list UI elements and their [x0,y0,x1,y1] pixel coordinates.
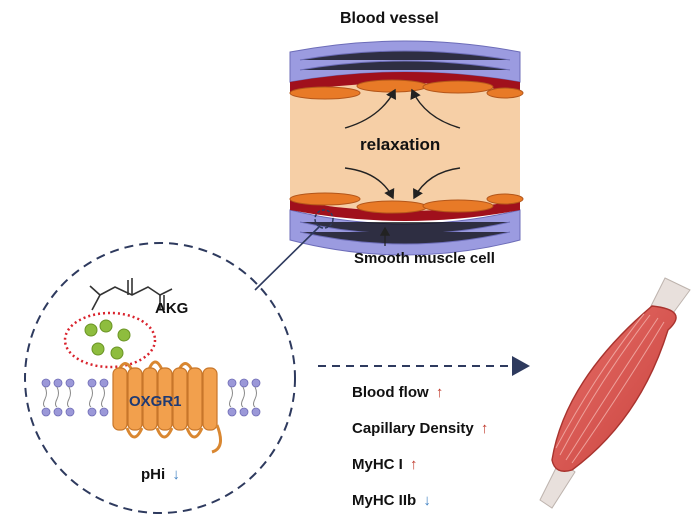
skeletal-muscle [539,277,691,509]
relaxation-arrows [344,88,461,200]
effect-label: MyHC IIb [352,492,417,509]
akg-label: AKG [155,300,189,317]
up-arrow-icon: ↑ [410,456,418,473]
effect-label: Capillary Density [352,420,474,437]
endothelial-cells-bottom [289,192,524,214]
oxgr1-receptor [112,360,223,454]
endothelial-cells-top [289,79,524,100]
down-arrow-icon: ↓ [423,492,431,509]
zoom-connector [254,225,321,291]
akg-structure [89,278,173,311]
effect-label: Blood flow [352,384,429,401]
cell-zoom-circle [24,242,296,514]
effect-item-myhc-iib: MyHC IIb ↓ [352,492,431,509]
phi-down-arrow: ↓ [172,466,180,483]
blood-vessel [289,40,524,256]
effect-item-capillary-density: Capillary Density ↑ [352,420,488,437]
up-arrow-icon: ↑ [480,420,489,437]
cell-membrane [41,378,261,417]
phi-label: pHi ↓ [141,466,180,483]
akg-vesicle [63,311,157,369]
effect-item-blood-flow: Blood flow ↑ [352,384,443,401]
oxgr1-label: OXGR1 [129,393,182,410]
blood-vessel-title: Blood vessel [340,10,439,27]
smooth-muscle-cell-label: Smooth muscle cell [354,250,495,267]
effect-label: MyHC I [352,456,403,473]
up-arrow-icon: ↑ [435,384,444,401]
akg-molecules [84,319,131,360]
phi-text: pHi [141,466,166,483]
vessel-wall-bottom [290,200,520,221]
effect-item-myhc-i: MyHC I ↑ [352,456,418,473]
zoom-source-circle [314,209,334,229]
relaxation-label: relaxation [360,135,441,154]
vessel-lumen [290,82,520,211]
